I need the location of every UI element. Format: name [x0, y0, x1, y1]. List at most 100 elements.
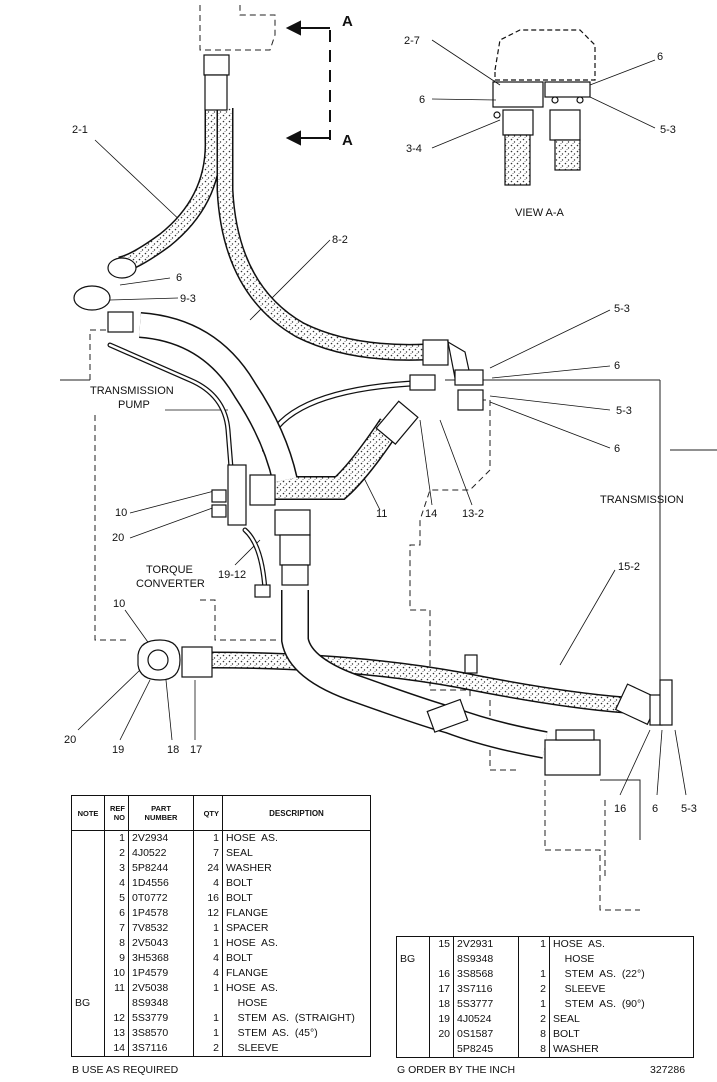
row-part-number: 2V5038 — [128, 981, 194, 996]
callout-20: 20 — [64, 734, 76, 746]
row-note — [71, 936, 105, 951]
row-ref — [429, 952, 454, 967]
row-note — [71, 966, 105, 981]
row-ref: 15 — [429, 936, 454, 952]
row-description: FLANGE — [226, 967, 269, 979]
row-note: BG — [396, 952, 430, 967]
callout-6: 6 — [176, 272, 182, 284]
row-description: HOSE AS. — [553, 938, 605, 950]
row-ref: 14 — [104, 1041, 129, 1057]
row-note — [71, 1011, 105, 1026]
section-marker-top: A — [342, 13, 353, 30]
row-note — [396, 1042, 430, 1058]
row-note — [71, 981, 105, 996]
row-note — [396, 982, 430, 997]
callout-13-2: 13-2 — [462, 508, 484, 520]
col-header-note: NOTE — [71, 795, 105, 831]
row-description: SEAL — [553, 1013, 580, 1025]
col-header-description: DESCRIPTION — [222, 795, 371, 831]
callout-18: 18 — [167, 744, 179, 756]
row-ref: 18 — [429, 997, 454, 1012]
row-ref: 19 — [429, 1012, 454, 1027]
row-description: BOLT — [226, 952, 253, 964]
row-note: BG — [71, 996, 105, 1011]
torque-converter-label: CONVERTER — [136, 578, 205, 590]
callout-14: 14 — [425, 508, 437, 520]
row-note — [396, 1027, 430, 1042]
transmission-label: TRANSMISSION — [600, 494, 684, 506]
callout-5-3: 5-3 — [681, 803, 697, 815]
row-qty: 1 — [193, 936, 223, 951]
row-qty: 2 — [518, 982, 550, 997]
row-part-number: 3S8568 — [453, 967, 519, 982]
view-aa-title: VIEW A-A — [515, 207, 565, 219]
row-qty: 2 — [518, 1012, 550, 1027]
leader-lines — [77, 39, 687, 796]
row-note — [396, 936, 430, 952]
row-description: BOLT — [226, 877, 253, 889]
row-part-number: 3S7116 — [453, 982, 519, 997]
section-marker-bottom: A — [342, 132, 353, 149]
row-ref: 2 — [104, 846, 129, 861]
callout-2-1: 2-1 — [72, 124, 88, 136]
transmission-pump-label: TRANSMISSION — [90, 385, 174, 397]
footnote-g: G ORDER BY THE INCH — [397, 1064, 516, 1076]
row-ref: 16 — [429, 967, 454, 982]
callout-10: 10 — [113, 598, 125, 610]
row-description: STEM AS. (22°) — [553, 968, 645, 980]
row-description: SPACER — [226, 922, 269, 934]
area-labels: TRANSMISSION PUMP TORQUE CONVERTER TRANS… — [90, 385, 684, 590]
row-note — [71, 921, 105, 936]
callout-5-3: 5-3 — [616, 405, 632, 417]
row-part-number: 2V5043 — [128, 936, 194, 951]
callout-16: 16 — [614, 803, 626, 815]
row-qty: 2 — [193, 1041, 223, 1057]
callout-15-2: 15-2 — [618, 561, 640, 573]
row-qty: 4 — [193, 951, 223, 966]
row-description: HOSE AS. — [226, 937, 278, 949]
callout-6: 6 — [614, 360, 620, 372]
row-description: HOSE — [553, 953, 595, 965]
row-note — [396, 967, 430, 982]
callout-3-4: 3-4 — [406, 143, 422, 155]
row-part-number: 1P4579 — [128, 966, 194, 981]
row-qty: 8 — [518, 1042, 550, 1058]
row-description: SLEEVE — [553, 983, 606, 995]
callout-19-12: 19-12 — [218, 569, 246, 581]
row-ref: 10 — [104, 966, 129, 981]
row-note — [71, 951, 105, 966]
row-qty: 7 — [193, 846, 223, 861]
row-qty — [193, 996, 223, 1011]
row-part-number: 3S7116 — [128, 1041, 194, 1057]
row-description: WASHER — [226, 862, 272, 874]
callout-17: 17 — [190, 744, 202, 756]
hoses — [117, 108, 626, 759]
row-qty: 1 — [193, 921, 223, 936]
row-note — [71, 1041, 105, 1057]
row-qty — [518, 952, 550, 967]
row-qty: 1 — [518, 967, 550, 982]
row-note — [71, 876, 105, 891]
row-qty: 1 — [518, 936, 550, 952]
row-description: STEM AS. (STRAIGHT) — [226, 1012, 355, 1024]
row-ref: 17 — [429, 982, 454, 997]
row-qty: 1 — [193, 1026, 223, 1041]
row-qty: 16 — [193, 891, 223, 906]
row-part-number: 0S1587 — [453, 1027, 519, 1042]
row-note — [71, 891, 105, 906]
callout-6: 6 — [419, 94, 425, 106]
